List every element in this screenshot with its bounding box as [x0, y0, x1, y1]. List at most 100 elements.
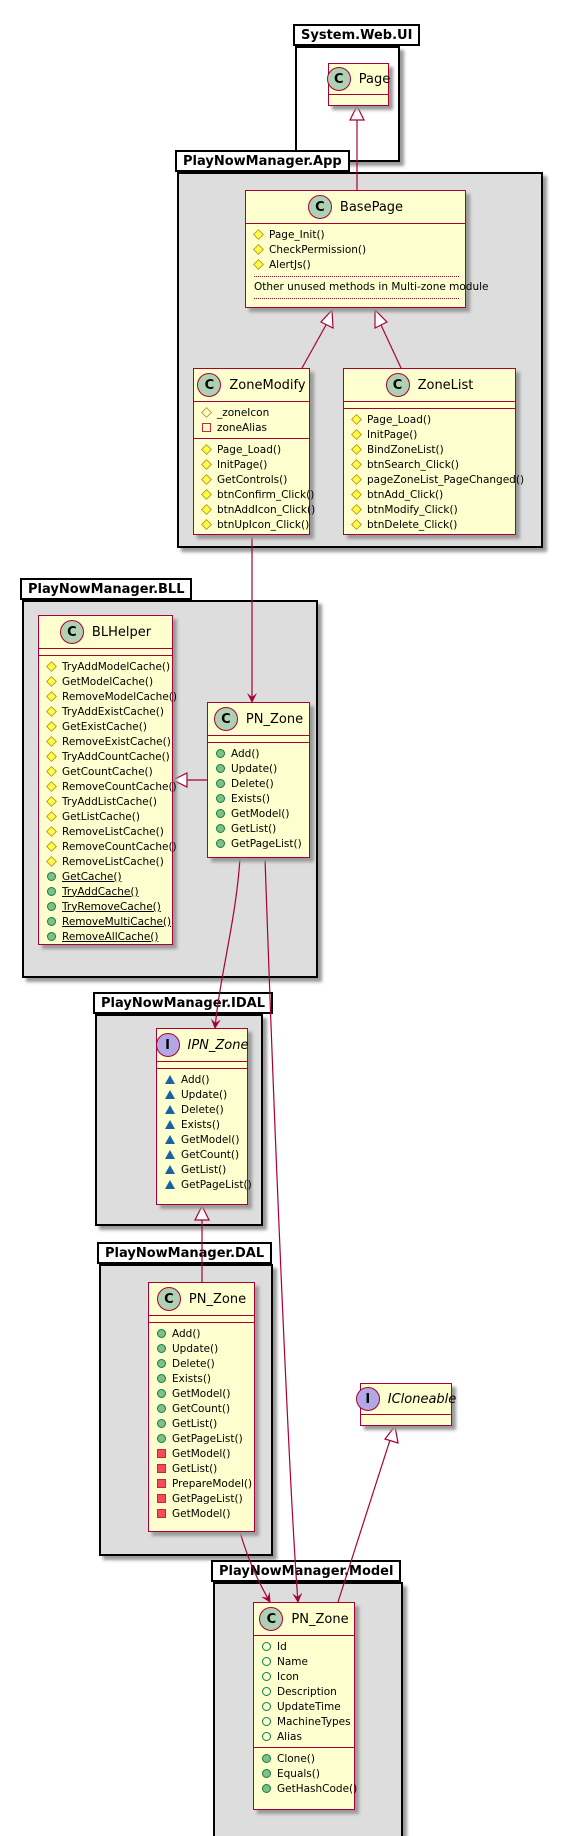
method-item: GetListCache(): [46, 809, 166, 824]
field-item: Alias: [262, 1729, 348, 1744]
member-label: GetPageList(): [181, 1178, 252, 1191]
member-label: GetModel(): [172, 1447, 231, 1460]
member-label: Page_Load(): [367, 413, 432, 426]
protected-visibility-icon: [351, 474, 362, 485]
member-label: GetModel(): [181, 1133, 240, 1146]
protected-visibility-icon: [46, 736, 57, 747]
protected-visibility-icon: [253, 259, 264, 270]
method-item: btnSearch_Click(): [351, 457, 509, 472]
method-item: GetPageList(): [157, 1491, 248, 1506]
inheritance-triangle: [171, 772, 188, 788]
public-visibility-icon: [216, 779, 225, 788]
member-label: GetList(): [231, 822, 277, 835]
field-item: MachineTypes: [262, 1714, 351, 1729]
method-item: Update(): [216, 761, 303, 776]
member-label: Alias: [277, 1730, 302, 1743]
method-item: GetList(): [157, 1416, 248, 1431]
method-item: GetModelCache(): [46, 674, 166, 689]
method-item: RemoveModelCache(): [46, 689, 177, 704]
member-label: AlertJs(): [269, 258, 311, 271]
class-name: ZoneList: [417, 377, 474, 393]
member-label: Id: [277, 1640, 287, 1653]
method-item: Delete(): [216, 776, 303, 791]
method-item: RemoveListCache(): [46, 824, 166, 839]
class-zonelist[interactable]: C ZoneList Page_Load() InitPage() BindZo…: [343, 368, 524, 535]
class-blhelper[interactable]: C BLHelper TryAddModelCache() GetModelCa…: [38, 615, 177, 947]
protected-visibility-icon: [46, 691, 57, 702]
member-label: Exists(): [172, 1372, 212, 1385]
interface-spot-icon: I: [155, 1033, 180, 1057]
package-label: PlayNowManager.BLL: [20, 578, 193, 600]
method-item: GetList(): [157, 1461, 248, 1476]
private-visibility-icon: [157, 1464, 166, 1473]
method-item: CheckPermission(): [253, 242, 459, 257]
class-page[interactable]: C Page: [326, 63, 390, 106]
member-label: btnAddIcon_Click(): [217, 503, 316, 516]
member-label: Description: [277, 1685, 337, 1698]
class-note: Other unused methods in Multi-zone modul…: [254, 280, 489, 293]
methods-section: TryAddModelCache() GetModelCache() Remov…: [39, 656, 177, 947]
public-visibility-icon: [157, 1419, 166, 1428]
public-visibility-icon: [216, 824, 225, 833]
methods-section: Page_Load() InitPage() GetControls() btn…: [194, 439, 315, 535]
member-label: GetPageList(): [172, 1432, 243, 1445]
public-field-icon: [262, 1672, 271, 1681]
member-label: GetListCache(): [62, 810, 140, 823]
member-label: RemoveCountCache(): [62, 840, 177, 853]
protected-visibility-icon: [351, 414, 362, 425]
protected-visibility-icon: [351, 504, 362, 515]
method-item: InitPage(): [351, 427, 509, 442]
method-item: Page_Load(): [351, 412, 509, 427]
protected-visibility-icon: [201, 444, 212, 455]
method-item: btnUpIcon_Click(): [201, 517, 309, 532]
methods-section: Clone() Equals() GetHashCode(): [254, 1748, 357, 1799]
methods-section: Add() Update() Delete() Exists() GetMode…: [208, 743, 309, 854]
protected-field-icon: [201, 407, 212, 418]
class-zonemodify[interactable]: C ZoneModify _zoneIcon zoneAlias Page_Lo…: [193, 368, 315, 535]
class-spot-icon: C: [385, 373, 410, 397]
method-item: BindZoneList(): [351, 442, 509, 457]
public-visibility-icon: [262, 1754, 271, 1763]
member-label: btnSearch_Click(): [367, 458, 459, 471]
interface-ipn-zone[interactable]: I IPN_Zone Add() Update() Delete() Exist…: [155, 1028, 252, 1205]
field-item: _zoneIcon: [201, 405, 303, 420]
method-item: Update(): [157, 1341, 248, 1356]
member-label: btnAdd_Click(): [367, 488, 444, 501]
public-visibility-icon: [157, 1344, 166, 1353]
public-visibility-icon: [262, 1769, 271, 1778]
package-visibility-icon: [165, 1165, 175, 1174]
field-item: Name: [262, 1654, 348, 1669]
member-label: GetModelCache(): [62, 675, 154, 688]
member-label: TryAddExistCache(): [62, 705, 164, 718]
protected-visibility-icon: [46, 721, 57, 732]
method-item: GetCountCache(): [46, 764, 166, 779]
method-item: btnDelete_Click(): [351, 517, 509, 532]
member-label: GetPageList(): [231, 837, 302, 850]
member-label: PrepareModel(): [172, 1477, 253, 1490]
package-visibility-icon: [165, 1180, 175, 1189]
public-visibility-icon: [47, 887, 56, 896]
member-label: GetCount(): [181, 1148, 240, 1161]
method-item: GetModel(): [157, 1386, 248, 1401]
method-item: GetExistCache(): [46, 719, 166, 734]
public-visibility-icon: [216, 794, 225, 803]
member-label: TryAddCountCache(): [62, 750, 170, 763]
method-item: Update(): [165, 1087, 241, 1102]
interface-icloneable[interactable]: I ICloneable: [355, 1383, 456, 1426]
class-dal-pn-zone[interactable]: C PN_Zone Add() Update() Delete() Exists…: [148, 1282, 255, 1532]
method-item: GetCount(): [165, 1147, 241, 1162]
methods-section: Page_Load() InitPage() BindZoneList() bt…: [344, 409, 524, 535]
class-name: BasePage: [339, 199, 404, 215]
member-label: UpdateTime: [277, 1700, 341, 1713]
class-bll-pn-zone[interactable]: C PN_Zone Add() Update() Delete() Exists…: [207, 702, 310, 858]
member-label: Delete(): [231, 777, 274, 790]
package-label: PlayNowManager.DAL: [97, 1242, 273, 1264]
fields-section: Id Name Icon Description UpdateTime Mach…: [254, 1636, 354, 1748]
member-label: btnModify_Click(): [367, 503, 458, 516]
static-method-item: TryAddCache(): [47, 884, 166, 899]
class-model-pn-zone[interactable]: C PN_Zone Id Name Icon Description Updat…: [253, 1602, 357, 1810]
public-field-icon: [262, 1657, 271, 1666]
class-basepage[interactable]: C BasePage Page_Init() CheckPermission()…: [245, 190, 489, 308]
fields-section: _zoneIcon zoneAlias: [194, 402, 309, 439]
member-label: MachineTypes: [277, 1715, 351, 1728]
